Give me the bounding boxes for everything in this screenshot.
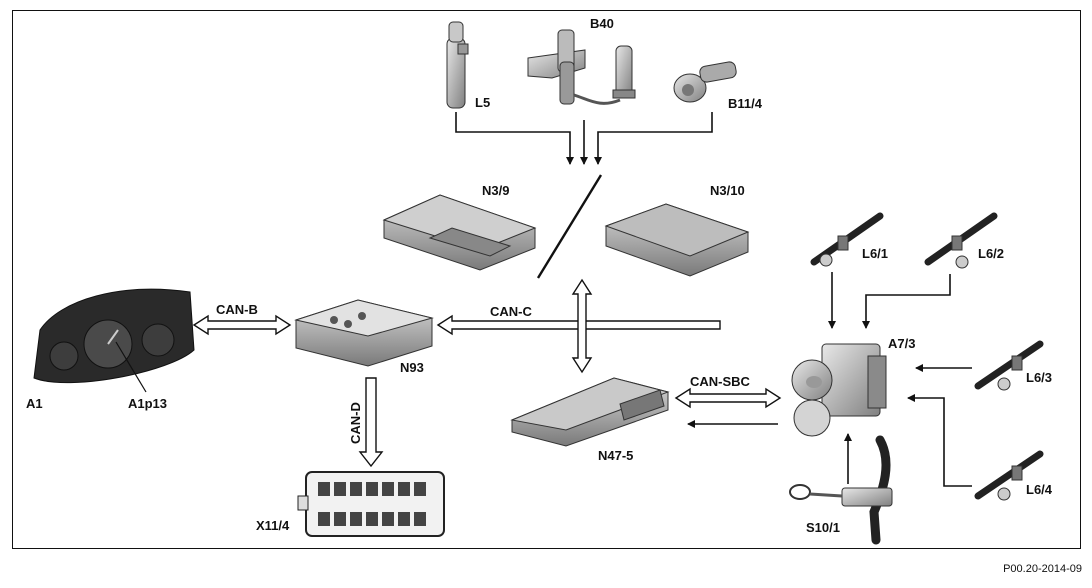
sensor-l6-3 [974, 340, 1044, 391]
bus-can-c: CAN-C [490, 304, 532, 319]
label-a1p13: A1p13 [128, 396, 167, 411]
sensor-l5 [446, 21, 469, 109]
sensor-b40 [527, 29, 636, 105]
bus-can-d: CAN-D [348, 402, 363, 444]
label-l6-1: L6/1 [862, 246, 888, 261]
label-a1: A1 [26, 396, 43, 411]
label-a7-3: A7/3 [888, 336, 915, 351]
hydraulic-unit-a7-3 [791, 343, 887, 437]
label-n47-5: N47-5 [598, 448, 633, 463]
label-l5: L5 [475, 95, 490, 110]
sensor-l6-1 [810, 212, 884, 267]
reference-code: P00.20-2014-09 [1003, 563, 1082, 575]
ecu-n3-9 [382, 194, 537, 271]
label-x11-4: X11/4 [256, 518, 290, 533]
sensor-wiring [455, 112, 713, 279]
label-n3-9: N3/9 [482, 183, 509, 198]
label-s10-1: S10/1 [806, 520, 840, 535]
bus-can-b: CAN-B [216, 302, 258, 317]
ecu-n3-10 [604, 203, 750, 277]
sensor-l6-2 [924, 212, 998, 269]
label-l6-3: L6/3 [1026, 370, 1052, 385]
gateway-n93 [294, 299, 434, 367]
a1p13-leader [115, 341, 147, 393]
label-l6-2: L6/2 [978, 246, 1004, 261]
diagram-frame [12, 10, 1081, 549]
label-b40: B40 [590, 16, 614, 31]
diagnostic-connector-x11-4 [297, 471, 445, 537]
can-sbc-link [674, 387, 782, 428]
sensor-l6-4 [974, 450, 1044, 501]
can-d-link [358, 377, 384, 468]
can-b-link [192, 314, 292, 336]
bus-can-sbc: CAN-SBC [690, 374, 751, 389]
wheel-sensor-wiring [828, 272, 972, 487]
can-c-link [436, 278, 721, 374]
control-unit-n47-5 [510, 377, 670, 447]
sensor-b11-4 [673, 61, 737, 103]
instrument-cluster-a1 [33, 288, 195, 384]
label-l6-4: L6/4 [1026, 482, 1053, 497]
label-n93: N93 [400, 360, 424, 375]
switch-s10-1 [789, 435, 893, 545]
label-b11-4: B11/4 [728, 96, 763, 111]
label-n3-10: N3/10 [710, 183, 745, 198]
